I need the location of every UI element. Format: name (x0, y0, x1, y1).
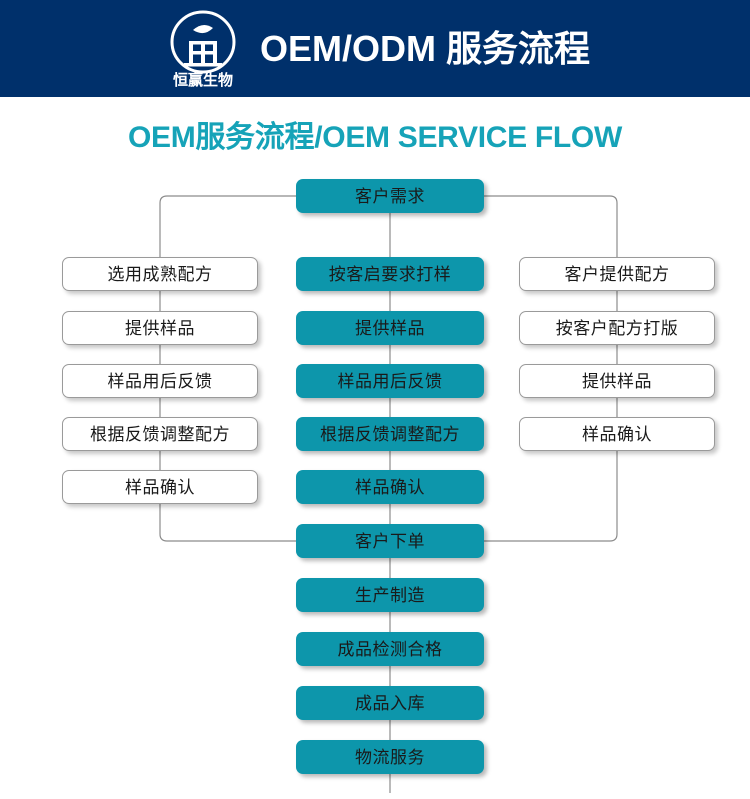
page-title: OEM/ODM 服务流程 (260, 27, 590, 69)
flow-node-center-2[interactable]: 提供样品 (296, 311, 484, 345)
flow-node-tail-4[interactable]: 物流服务 (296, 740, 484, 774)
flow-node-start[interactable]: 客户需求 (296, 179, 484, 213)
flow-node-center-3[interactable]: 样品用后反馈 (296, 364, 484, 398)
flow-node-right-4[interactable]: 样品确认 (519, 417, 715, 451)
flow-node-right-1[interactable]: 客户提供配方 (519, 257, 715, 291)
flow-node-center-4[interactable]: 根据反馈调整配方 (296, 417, 484, 451)
flow-node-left-2[interactable]: 提供样品 (62, 311, 258, 345)
flow-node-center-5[interactable]: 样品确认 (296, 470, 484, 504)
flow-node-left-1[interactable]: 选用成熟配方 (62, 257, 258, 291)
flow-node-tail-1[interactable]: 生产制造 (296, 578, 484, 612)
flow-node-right-2[interactable]: 按客户配方打版 (519, 311, 715, 345)
flow-node-center-1[interactable]: 按客启要求打样 (296, 257, 484, 291)
flow-node-right-3[interactable]: 提供样品 (519, 364, 715, 398)
company-circle-leaf-logo-icon: 恒赢生物 (160, 8, 246, 90)
header-banner: 恒赢生物 OEM/ODM 服务流程 (0, 0, 750, 97)
flow-node-left-4[interactable]: 根据反馈调整配方 (62, 417, 258, 451)
flow-node-left-3[interactable]: 样品用后反馈 (62, 364, 258, 398)
section-subtitle: OEM服务流程/OEM SERVICE FLOW (128, 121, 622, 154)
flow-node-merge-order[interactable]: 客户下单 (296, 524, 484, 558)
logo-text: 恒赢生物 (173, 71, 233, 89)
flow-node-tail-2[interactable]: 成品检测合格 (296, 632, 484, 666)
flow-node-left-5[interactable]: 样品确认 (62, 470, 258, 504)
flow-node-tail-3[interactable]: 成品入库 (296, 686, 484, 720)
